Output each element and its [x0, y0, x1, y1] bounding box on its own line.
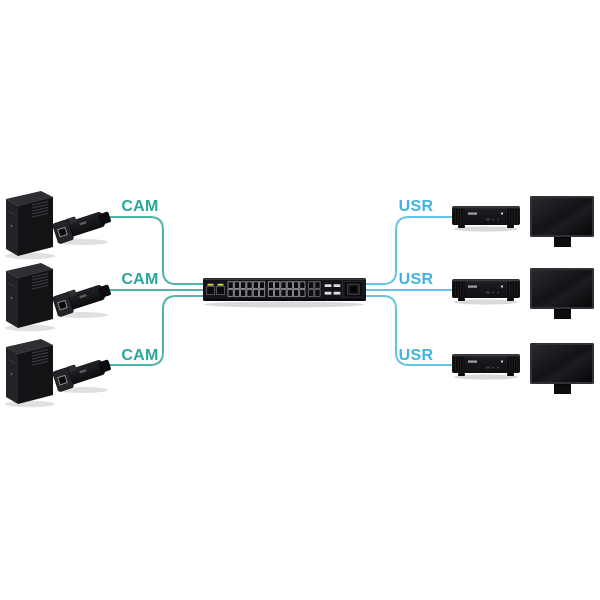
- cam-extender-icon: [51, 205, 114, 246]
- monitor-icon: [530, 196, 594, 247]
- cam-extender-icon: [51, 278, 114, 319]
- usr-label-3: USR: [399, 347, 434, 364]
- network-switch-icon: [203, 278, 366, 308]
- cam-extender-icon: [51, 353, 114, 394]
- usr-cable-3: [362, 295, 453, 366]
- cam-cable-3: [107, 295, 207, 366]
- usr-receiver-icon: [451, 278, 521, 306]
- usr-receiver-icon: [451, 205, 521, 233]
- cam-cable-1: [107, 216, 207, 285]
- cam-label-3: CAM: [121, 347, 158, 364]
- monitor-icon: [530, 268, 594, 319]
- cam-label-2: CAM: [121, 271, 158, 288]
- pc-tower-icon: [4, 338, 56, 408]
- cables: [107, 216, 453, 366]
- usr-label-1: USR: [399, 198, 434, 215]
- usr-cable-1: [362, 216, 453, 285]
- usr-receiver-icon: [451, 353, 521, 381]
- usr-label-2: USR: [399, 271, 434, 288]
- pc-tower-icon: [4, 262, 56, 332]
- switch-port-grid: [227, 281, 321, 297]
- cam-label-1: CAM: [121, 198, 158, 215]
- pc-tower-icon: [4, 190, 56, 260]
- monitor-icon: [530, 343, 594, 394]
